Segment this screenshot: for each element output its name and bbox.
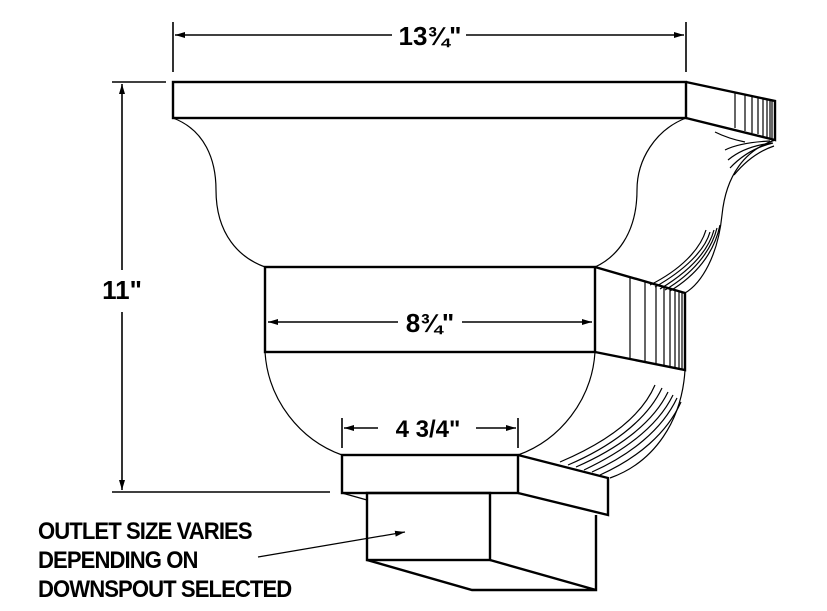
bowl: [264, 351, 686, 479]
note-line: DEPENDING ON: [38, 547, 198, 574]
dimension-height: 11": [102, 81, 330, 493]
upper-body: [172, 117, 776, 294]
dimension-middle-width: 8¾": [268, 308, 592, 338]
dimension-height-label: 11": [102, 275, 142, 305]
dimension-top-width-label: 13¾": [399, 21, 462, 51]
note-line: OUTLET SIZE VARIES: [38, 518, 253, 545]
leader-arrow: [257, 530, 406, 558]
middle-band: [263, 265, 687, 372]
dimension-outlet-band-width: 4 3/4": [341, 416, 519, 448]
outlet: [341, 491, 598, 592]
outlet-note: OUTLET SIZE VARIES DEPENDING ON DOWNSPOU…: [38, 517, 292, 604]
dimension-top-width: 13¾": [172, 21, 687, 72]
dimension-middle-width-label: 8¾": [406, 308, 454, 338]
note-line: DOWNSPOUT SELECTED: [38, 576, 292, 603]
top-band: [171, 80, 777, 142]
lower-band: [340, 453, 610, 517]
dimension-outlet-band-width-label: 4 3/4": [396, 416, 461, 443]
